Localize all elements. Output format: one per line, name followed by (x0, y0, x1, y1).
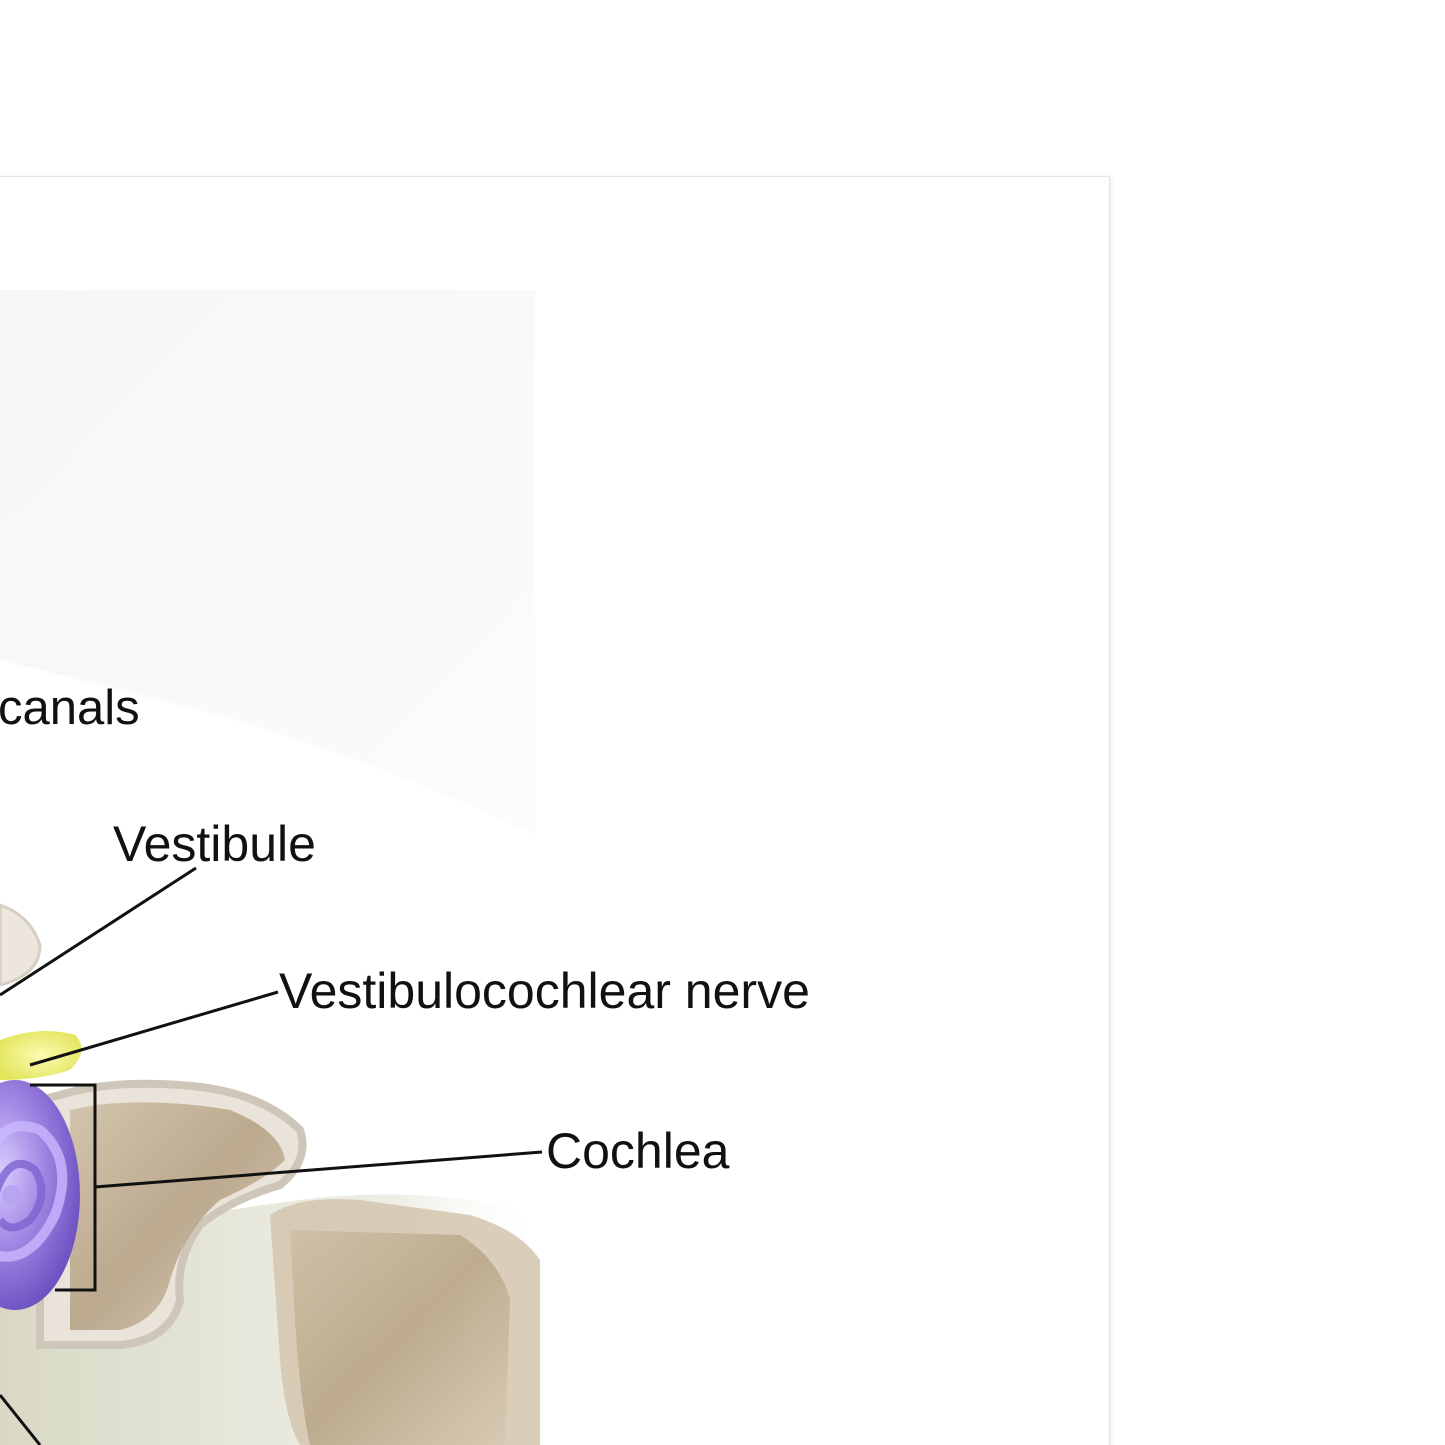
cochlea-leader-line (94, 1150, 543, 1189)
nerve-leader-line (29, 990, 279, 1067)
vestibule-label: Vestibule (113, 816, 316, 872)
semicircular-canals-label: canals (0, 681, 140, 735)
cochlea-label: Cochlea (546, 1123, 730, 1179)
vestibule-leader-line (0, 866, 197, 997)
bottom-leader-line (0, 1394, 42, 1445)
cochlea-shape (0, 1080, 80, 1310)
cochlea-bracket (30, 1083, 97, 1292)
semicircular-canal (0, 903, 42, 987)
vestibulocochlear-nerve-label: Vestibulocochlear nerve (279, 963, 810, 1019)
background-shading (0, 290, 535, 835)
vestibulocochlear-nerve-shape (0, 1031, 82, 1080)
